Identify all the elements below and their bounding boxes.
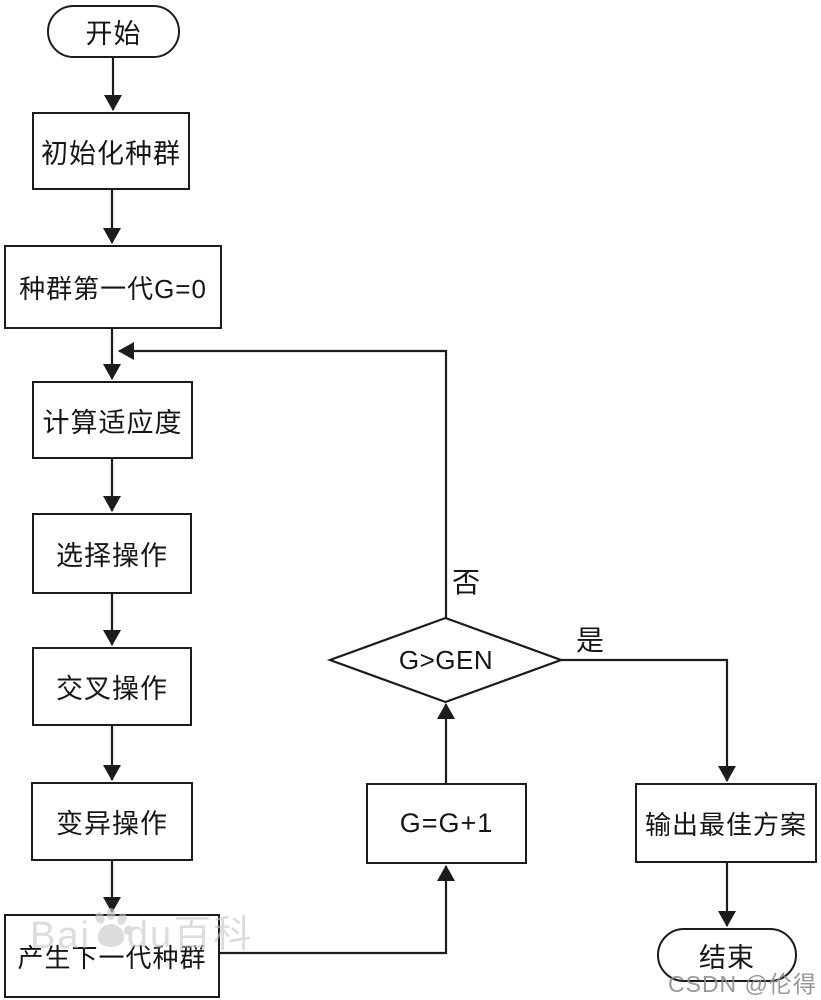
node-fitness: 计算适应度 (32, 381, 193, 459)
node-start-label: 开始 (85, 19, 142, 49)
node-increment-label: G=G+1 (399, 808, 494, 838)
edge-label-no: 否 (452, 567, 481, 598)
node-increment: G=G+1 (366, 783, 527, 864)
node-start: 开始 (47, 5, 180, 58)
node-crossover-label: 交叉操作 (56, 674, 168, 704)
node-first-generation: 种群第一代G=0 (4, 245, 222, 329)
node-crossover: 交叉操作 (32, 647, 192, 726)
edge-nextgen-to-increment (220, 865, 455, 955)
decision-diamond (326, 616, 565, 704)
node-decision-label: G>GEN (398, 644, 494, 675)
edge-label-yes: 是 (576, 625, 605, 656)
node-selection: 选择操作 (32, 513, 192, 594)
node-mutation-label: 变异操作 (56, 809, 168, 839)
node-selection-label: 选择操作 (56, 541, 168, 571)
edge-decision-no-loop (118, 342, 448, 618)
node-init-population-label: 初始化种群 (41, 138, 181, 169)
node-next-generation: 产生下一代种群 (4, 914, 220, 998)
edge-decision-yes-to-output (561, 658, 736, 782)
node-init-population: 初始化种群 (32, 112, 190, 190)
node-next-generation-label: 产生下一代种群 (17, 942, 207, 973)
node-mutation: 变异操作 (31, 782, 193, 861)
node-fitness-label: 计算适应度 (42, 407, 183, 438)
node-end: 结束 (657, 928, 797, 982)
node-end-label: 结束 (699, 942, 755, 973)
node-first-generation-label: 种群第一代G=0 (19, 273, 207, 304)
node-output: 输出最佳方案 (635, 783, 817, 863)
node-output-label: 输出最佳方案 (644, 809, 807, 840)
